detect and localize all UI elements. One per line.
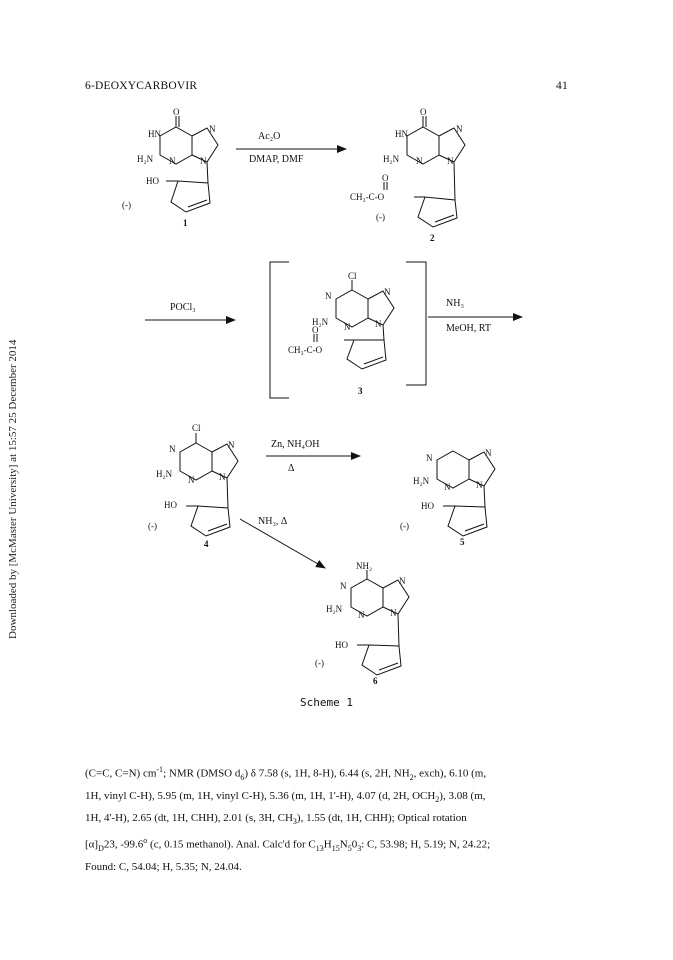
c4-n3: N (188, 475, 195, 485)
body-line-4: [α]D23, -99.6o (c, 0.15 methanol). Anal.… (85, 836, 491, 854)
c5-n3: N (444, 482, 451, 492)
c5-n9: N (476, 480, 483, 490)
c6-nh2: NH₂ (356, 561, 372, 571)
step1-reagent-bottom: DMAP, DMF (249, 154, 304, 165)
c2-n7: N (456, 124, 463, 134)
step2-reagent: POCl₃ (170, 302, 196, 313)
c4-minus: (-) (148, 521, 157, 531)
c4-n1: N (169, 444, 176, 454)
c6-n3: N (358, 610, 365, 620)
compound-5 (436, 450, 496, 537)
c3-cl: Cl (348, 271, 357, 281)
c2-acetyl: CH₃-C-O (350, 192, 385, 202)
c1-ho: HO (146, 176, 159, 186)
c2-n9: N (447, 156, 454, 166)
c4-ho: HO (164, 500, 177, 510)
step5-reagent: NH₃, Δ (258, 516, 288, 527)
body-text: (C=C, C=N) cm-1; NMR (DMSO d6) δ 7.58 (s… (85, 760, 585, 877)
compound-number-2: 2 (430, 233, 435, 243)
c2-oxo: O (420, 107, 427, 117)
compound-6-labels: NH₂ N H₂N N N N HO (-) 6 (315, 561, 406, 686)
compound-1 (159, 116, 219, 213)
c6-n7: N (399, 576, 406, 586)
c4-h2n: H₂N (156, 469, 173, 479)
compound-3-labels: Cl N H₂N N N N O CH₃-C-O 3 (288, 271, 391, 396)
c6-n9: N (390, 608, 397, 618)
c5-n1: N (426, 453, 433, 463)
compound-number-3: 3 (358, 386, 363, 396)
c3-n9: N (375, 319, 382, 329)
c5-h2n: H₂N (413, 476, 430, 486)
step4-reagent-top: Zn, NH₄OH (271, 439, 319, 450)
compound-2-labels: O HN H₂N N N N O CH₃-C-O (-) 2 (350, 107, 463, 243)
c4-cl: Cl (192, 423, 201, 433)
c1-n3: N (169, 156, 176, 166)
c6-minus: (-) (315, 658, 324, 668)
body-line-5: Found: C, 54.04; H, 5.35; N, 24.04. (85, 861, 242, 874)
c3-carbonyl-o: O (312, 325, 319, 335)
body-line-1: (C=C, C=N) cm-1; NMR (DMSO d6) δ 7.58 (s… (85, 765, 487, 782)
c1-minus: (-) (122, 200, 131, 210)
compound-2 (383, 116, 466, 228)
c4-n7: N (228, 440, 235, 450)
c5-ho: HO (421, 501, 434, 511)
c2-minus: (-) (376, 212, 385, 222)
c3-n1: N (325, 291, 332, 301)
compound-6 (350, 570, 410, 676)
c2-hn: HN (395, 129, 408, 139)
body-line-2: 1H, vinyl C-H), 5.95 (m, 1H, vinyl C-H),… (85, 789, 486, 805)
running-title: 6-DEOXYCARBOVIR (85, 80, 198, 92)
c2-h2n: H₂N (383, 154, 400, 164)
c5-n7: N (485, 448, 492, 458)
c1-h2n: H₂N (137, 154, 154, 164)
c3-h2n: H₂N (312, 317, 329, 327)
c4-n9: N (219, 472, 226, 482)
c6-h2n: H₂N (326, 604, 343, 614)
c2-carbonyl-o: O (382, 173, 389, 183)
step1-reagent-top: Ac₂O (258, 131, 280, 142)
c6-n1: N (340, 581, 347, 591)
compound-1-labels: O HN H₂N N N N HO (-) 1 (122, 107, 216, 228)
c6-ho: HO (335, 640, 348, 650)
compound-number-6: 6 (373, 676, 378, 686)
compound-4-labels: Cl N H₂N N N N HO (-) 4 (148, 423, 235, 549)
scheme-caption: Scheme 1 (300, 696, 353, 709)
c1-n7: N (209, 124, 216, 134)
arrow-step-5 (239, 518, 326, 569)
step4-reagent-bottom: Δ (288, 463, 295, 474)
compound-5-labels: N H₂N N N N HO (-) 5 (400, 448, 492, 547)
compound-number-4: 4 (204, 539, 209, 549)
c1-oxo: O (173, 107, 180, 117)
c1-n9: N (200, 156, 207, 166)
page-number: 41 (556, 80, 568, 92)
bracket-right (406, 261, 427, 386)
c3-acetyl: CH₃-C-O (288, 345, 323, 355)
c3-n3: N (344, 322, 351, 332)
c2-n3: N (416, 156, 423, 166)
step3-reagent-bottom: MeOH, RT (446, 323, 491, 334)
c5-minus: (-) (400, 521, 409, 531)
compound-3 (313, 280, 395, 370)
c3-n7: N (384, 287, 391, 297)
c1-hn: HN (148, 129, 161, 139)
compound-number-5: 5 (460, 537, 465, 547)
bracket-left (269, 261, 289, 399)
body-line-3: 1H, 4'-H), 2.65 (dt, 1H, CHH), 2.01 (s, … (85, 812, 467, 827)
step3-reagent-top: NH₃ (446, 298, 464, 309)
compound-number-1: 1 (183, 218, 188, 228)
compound-4 (179, 433, 239, 537)
